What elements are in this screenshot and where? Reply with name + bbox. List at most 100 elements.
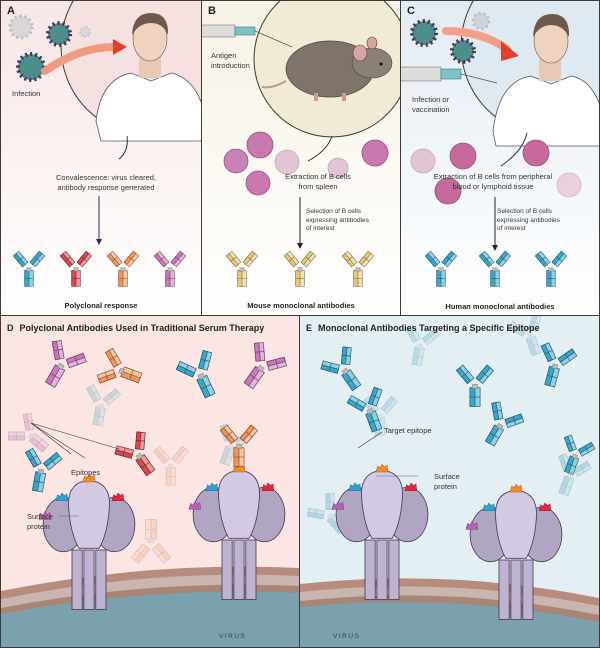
panel-letter: A bbox=[7, 5, 15, 17]
epitope-blue bbox=[205, 482, 219, 491]
arrow-head-icon bbox=[501, 41, 519, 61]
virus-icon bbox=[410, 11, 491, 64]
panel-caption: Polyclonal response bbox=[64, 301, 138, 310]
antibody-icon bbox=[219, 424, 259, 467]
antibody-icon bbox=[153, 445, 189, 486]
epitope-red bbox=[111, 492, 125, 501]
epitope-pointer bbox=[30, 422, 72, 455]
antibody-icon bbox=[12, 250, 46, 287]
epitope-magenta bbox=[188, 501, 202, 510]
divider bbox=[299, 316, 300, 648]
antibody-icon bbox=[114, 431, 156, 477]
antibody-icon bbox=[563, 434, 596, 475]
connector-line bbox=[500, 132, 528, 167]
epitopes-label: Epitopes bbox=[71, 468, 101, 477]
connector-line bbox=[118, 135, 128, 160]
panel-letter: C bbox=[407, 5, 415, 17]
antibody-icon bbox=[484, 401, 525, 447]
antibody-icon bbox=[243, 342, 287, 390]
epitope-magenta bbox=[465, 521, 479, 530]
convalescence-label: Convalescence: virus cleared, antibody r… bbox=[55, 173, 157, 192]
panel-b: B Antigen introduction Extraction of B c… bbox=[202, 1, 400, 315]
surface-protein bbox=[465, 483, 563, 620]
panel-caption: Mouse monoclonal antibodies bbox=[247, 301, 355, 310]
antibody-icon bbox=[346, 386, 383, 433]
epitope-pointer bbox=[30, 422, 120, 450]
epitope-blue bbox=[55, 492, 69, 501]
infection-arrow bbox=[41, 42, 121, 75]
epitope-red bbox=[404, 482, 418, 491]
surface-protein-label: Surface protein bbox=[27, 512, 53, 531]
target-epitope-label: Target epitope bbox=[384, 426, 432, 435]
divider bbox=[0, 315, 600, 316]
antibody-icon bbox=[558, 453, 592, 497]
virus-icon bbox=[8, 14, 91, 82]
surface-protein bbox=[38, 473, 136, 610]
antibody-icon bbox=[540, 342, 578, 388]
antigen-label: Antigen introduction bbox=[211, 51, 250, 70]
panel-letter: B bbox=[208, 5, 216, 17]
antibody-icon bbox=[478, 250, 512, 287]
antibody-icon bbox=[130, 519, 172, 564]
virus-label: VIRUS bbox=[333, 633, 361, 640]
infection-vaccination-label: Infection or vaccination bbox=[412, 95, 450, 114]
panel-a: A Infection Convalescence: virus cleared… bbox=[1, 1, 201, 315]
mouse-figure bbox=[261, 36, 393, 101]
epitope-orange bbox=[82, 473, 96, 483]
person-figure bbox=[95, 13, 201, 142]
panel-e-illustration bbox=[300, 316, 599, 647]
epitope-magenta bbox=[331, 501, 345, 510]
b-cells bbox=[223, 131, 389, 196]
epitope-blue bbox=[348, 482, 362, 491]
person-figure bbox=[492, 14, 599, 147]
panel-a-illustration bbox=[8, 1, 201, 287]
surface-protein bbox=[188, 463, 286, 600]
arrow-head-icon bbox=[113, 39, 127, 55]
antibody-icon bbox=[404, 324, 441, 367]
panel-c-illustration bbox=[401, 1, 599, 287]
epitope-blue bbox=[482, 502, 496, 511]
antibody-icon bbox=[96, 347, 143, 384]
antibody-icon bbox=[283, 250, 317, 287]
surface-protein-label: Surface protein bbox=[434, 472, 460, 491]
antibody-icon bbox=[320, 346, 362, 392]
antibody-icon bbox=[225, 250, 259, 287]
antibody-icon bbox=[153, 250, 187, 287]
panel-d-illustration bbox=[1, 339, 299, 647]
antibody-icon bbox=[8, 412, 50, 453]
connector-line bbox=[307, 135, 333, 162]
extraction-label: Extraction of B cells from spleen bbox=[285, 172, 351, 191]
infection-label: Infection bbox=[12, 89, 41, 98]
syringe-icon bbox=[202, 24, 293, 48]
divider bbox=[201, 0, 202, 316]
panel-c: C Infection or vaccination Extraction of… bbox=[401, 1, 599, 315]
antibody-icon bbox=[455, 364, 495, 407]
epitope-red bbox=[538, 502, 552, 511]
syringe-icon bbox=[401, 66, 498, 84]
selection-label: Selection of B cells expressing antibodi… bbox=[497, 208, 560, 232]
panel-b-illustration bbox=[202, 1, 400, 287]
antibody-icon bbox=[175, 350, 216, 399]
epitope-orange bbox=[509, 483, 523, 493]
antibody-icon bbox=[508, 316, 542, 357]
epitope-red bbox=[261, 482, 275, 491]
divider bbox=[400, 0, 401, 316]
epitope-pointer bbox=[30, 422, 86, 459]
antibody-icon bbox=[341, 250, 375, 287]
extraction-label: Extraction of B cells from peripheral bl… bbox=[433, 172, 553, 191]
antibody-icon bbox=[424, 250, 458, 287]
antibody-icon bbox=[106, 250, 140, 287]
antibody-icon bbox=[85, 384, 122, 427]
antibody-icon bbox=[24, 447, 63, 493]
b-cells bbox=[410, 139, 582, 205]
antibody-icon bbox=[59, 250, 93, 287]
epitope-magenta bbox=[38, 511, 52, 520]
antibody-icon bbox=[45, 339, 87, 388]
antibody-icon bbox=[534, 250, 568, 287]
epitope-orange bbox=[375, 463, 389, 473]
surface-protein bbox=[331, 463, 429, 600]
